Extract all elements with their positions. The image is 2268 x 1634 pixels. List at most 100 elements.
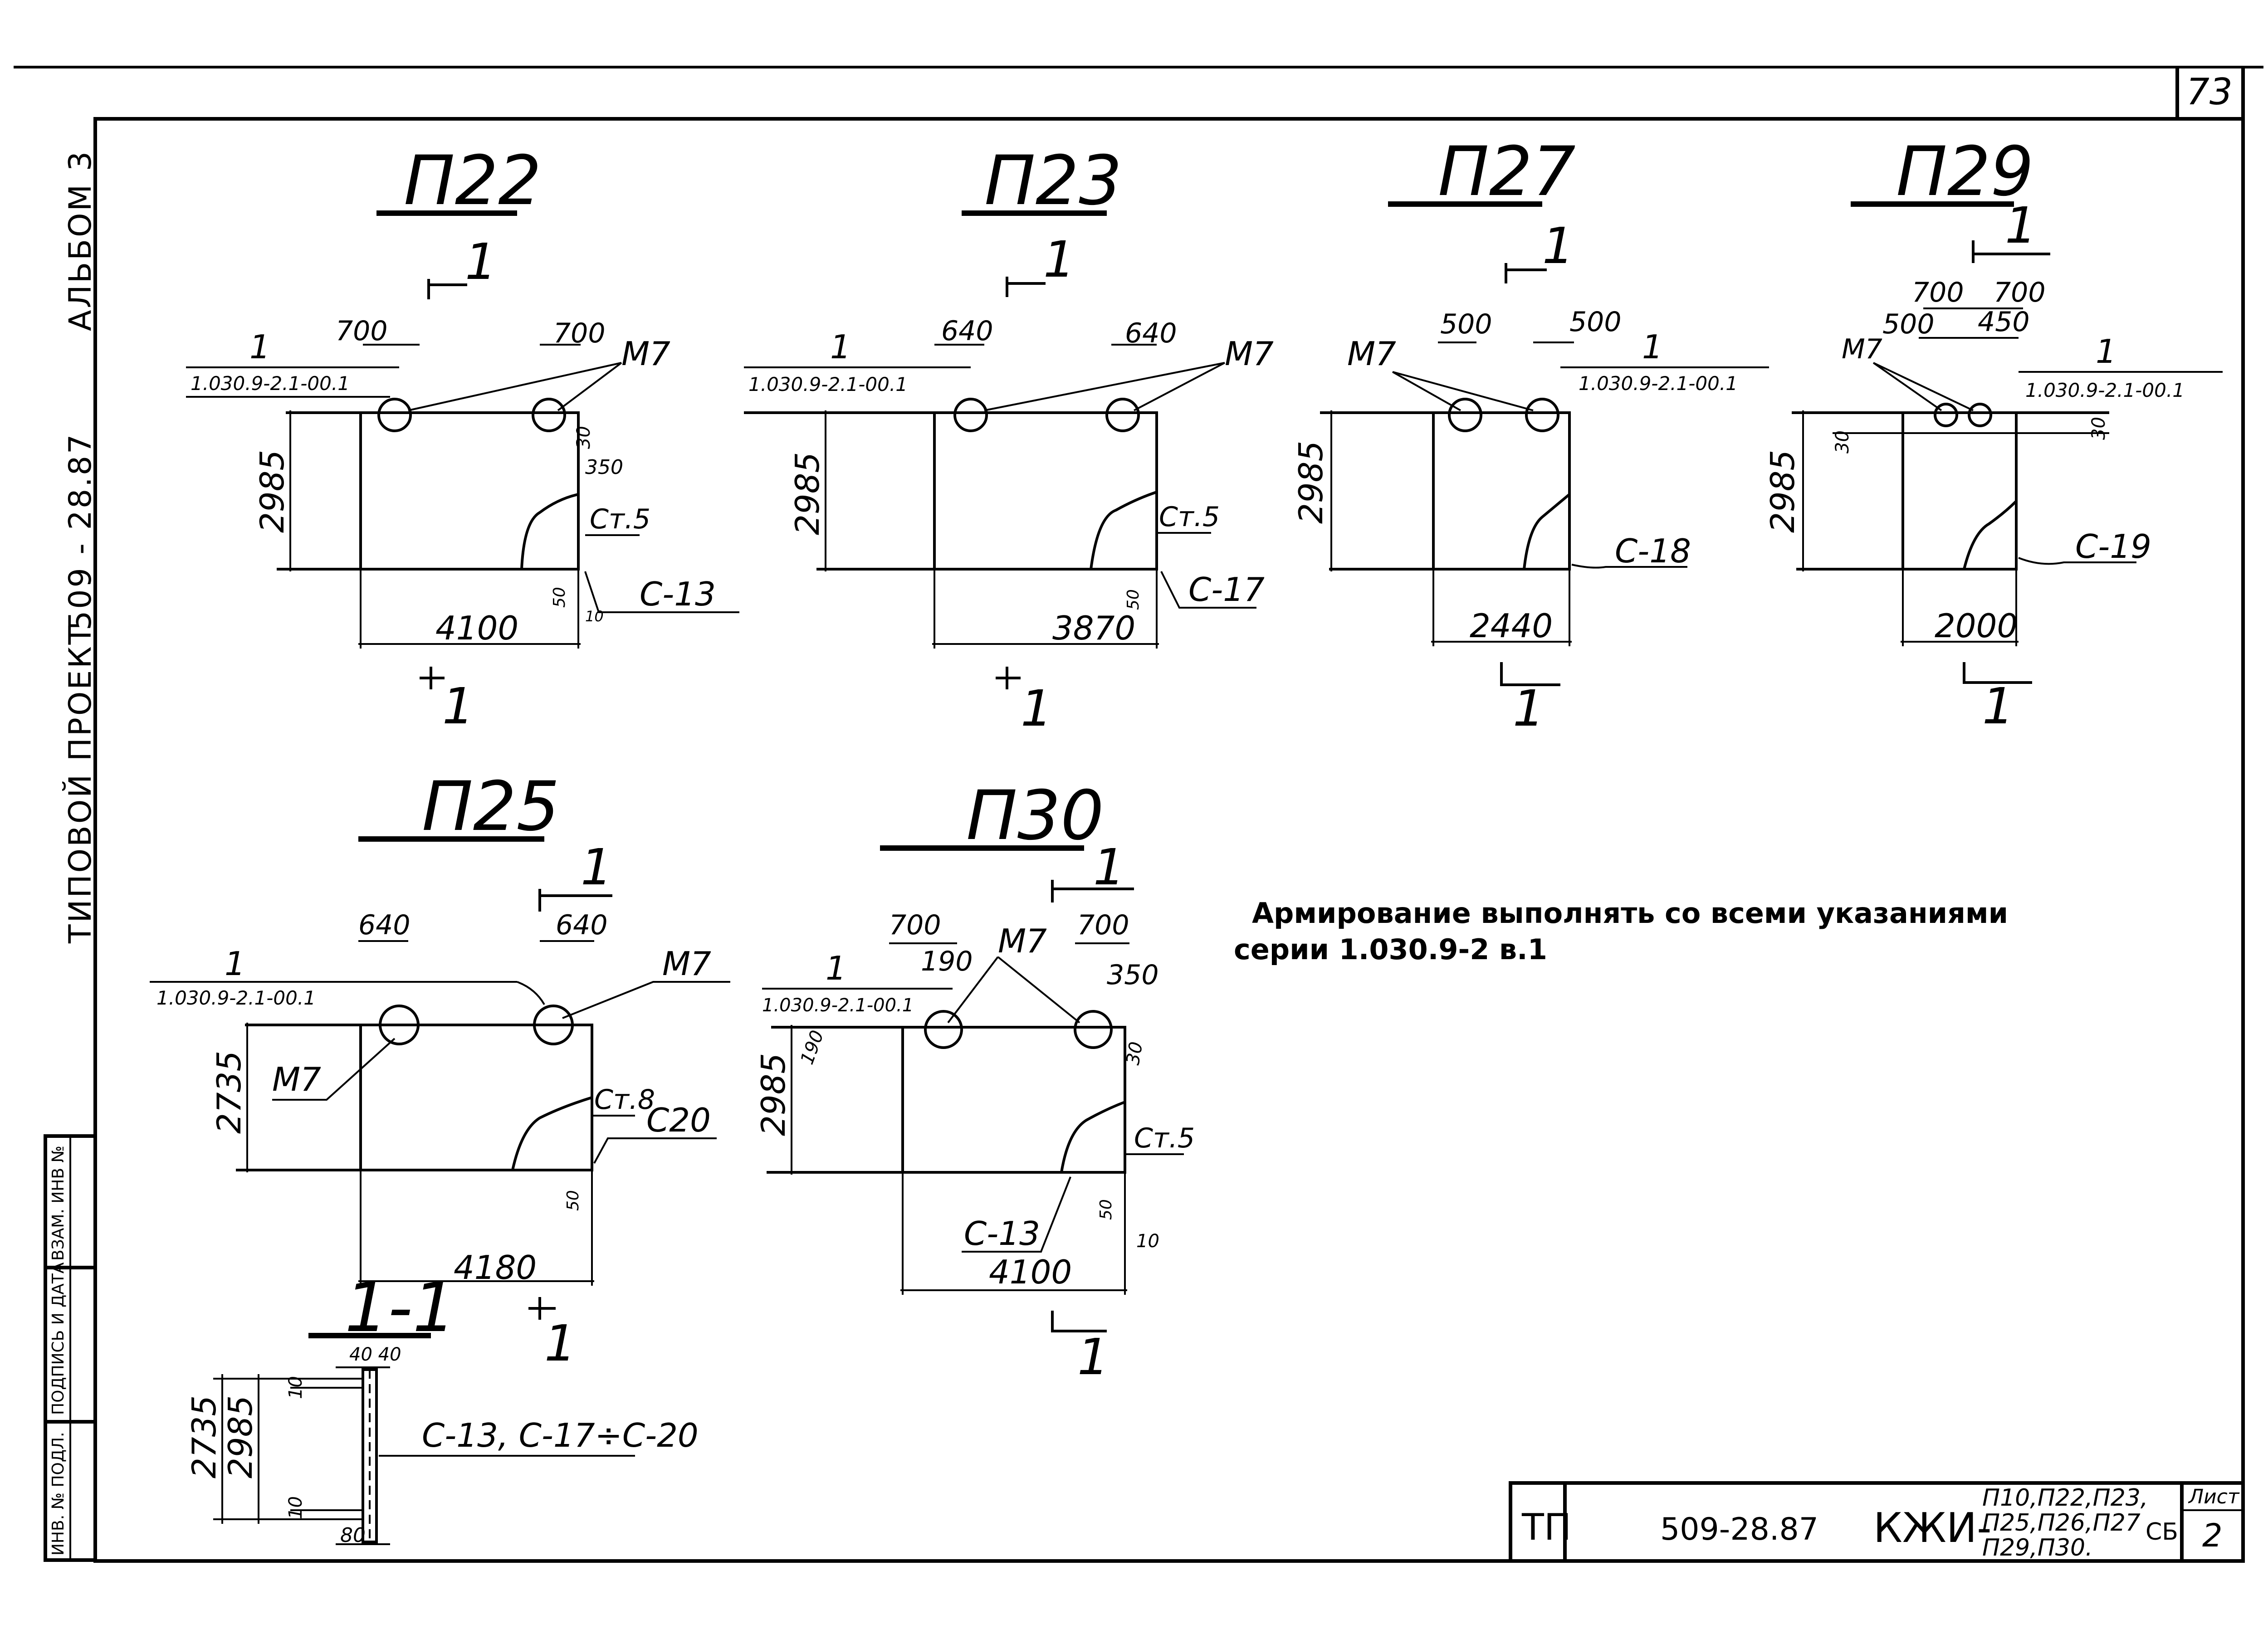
steel-label: Ст.5	[590, 503, 650, 535]
spacing-right: 500	[1569, 306, 1622, 338]
width-dim: 3870	[1052, 609, 1135, 647]
dim-50: 50	[564, 1190, 582, 1211]
drawing-p22: П22 1 1 1.030.9-2.1-00.1 М7 700 700 2985…	[186, 141, 739, 735]
drawing-p25: П25 1 1 1.030.9-2.1-00.1 М7 М7 640 640 2…	[150, 767, 730, 1372]
width-dim: 2440	[1470, 607, 1553, 645]
section-mark-top: 1	[1542, 217, 1574, 275]
height-dim: 2985	[1764, 450, 1802, 533]
dim-30: 30	[573, 426, 594, 449]
drawing-p27: П27 1 М7 1 1.030.9-2.1-00.1 500 500 2985…	[1292, 132, 1769, 737]
dim-30: 30	[1123, 1040, 1147, 1067]
embed-label: М7	[1842, 333, 1882, 365]
title-p29: П29	[1896, 132, 2034, 211]
spacing-left: 640	[941, 315, 993, 347]
title-p23: П23	[984, 141, 1122, 220]
mesh-label: С-13	[964, 1215, 1040, 1253]
section-mark-top: 10	[285, 1376, 306, 1399]
height-dim: 2735	[210, 1051, 248, 1134]
panel-outline	[1901, 411, 2018, 571]
items-line-2: П25,П26,П27	[1982, 1509, 2141, 1536]
embed-label: М7	[621, 335, 670, 373]
stamp-label-sign: ПОДПИСЬ И ДАТА	[49, 1262, 68, 1415]
stamp-label-vzam: ВЗАМ. ИНВ №	[49, 1146, 68, 1261]
title-block: ТП 509-28.87 КЖИ- П10,П22,П23, П25,П26,П…	[1509, 1481, 2245, 1563]
section-h1: 2735	[185, 1395, 223, 1478]
drawing-p23: П23 1 1 1.030.9-2.1-00.1 М7 640 640 2985…	[744, 141, 1274, 737]
panel-outline	[359, 411, 580, 571]
sheet-label: Лист	[2188, 1485, 2240, 1508]
anchor-label-left: 1	[225, 945, 245, 983]
section-mark-bottom: 1	[442, 677, 474, 735]
spacing-s2: 700	[1994, 277, 2046, 308]
series-ref: 1.030.9-2.1-00.1	[762, 995, 914, 1016]
steel-label: Ст.5	[1159, 501, 1220, 533]
height-dim: 2985	[1292, 441, 1330, 524]
title-p22: П22	[404, 141, 542, 220]
spacing-right: 700	[553, 317, 606, 349]
spacing-left: 700	[336, 315, 388, 347]
anchor-label-left: 1	[249, 328, 270, 366]
side-project: ТИПОВОЙ ПРОЕКТ	[62, 624, 98, 944]
section-mark-top: 1	[581, 838, 612, 896]
project-number: 509-28.87	[1660, 1512, 1818, 1547]
section-meshes: С-13, С-17÷С-20	[422, 1416, 699, 1454]
dim-50: 50	[1097, 1199, 1115, 1220]
mesh-label: С20	[646, 1101, 711, 1139]
panel-outline	[933, 411, 1158, 571]
stamp-label-inv: ИНВ. № ПОДЛ.	[49, 1432, 68, 1556]
title-p25: П25	[422, 767, 560, 846]
mesh-label: С-19	[2075, 527, 2151, 566]
dim-50: 50	[550, 587, 569, 608]
series-ref: 1.030.9-2.1-00.1	[191, 372, 350, 395]
section-mark-top: 1	[1093, 838, 1125, 896]
drawing-p30: П30 1 1 1.030.9-2.1-00.1 М7 700 700 190 …	[754, 776, 1195, 1386]
anchor-label-left: 1	[826, 949, 846, 987]
note-line-1: Армирование выполнять со всеми указаниям…	[1252, 897, 2008, 930]
spacing-s1: 700	[1912, 277, 1964, 308]
steel-label: Ст.5	[1134, 1122, 1195, 1154]
series-ref: 1.030.9-2.1-00.1	[2025, 379, 2185, 401]
spacing-s4: 450	[1978, 306, 2030, 338]
embed-label: М7	[998, 922, 1047, 960]
series-ref: 1.030.9-2.1-00.1	[748, 373, 908, 395]
series-ref: 1.030.9-2.1-00.1	[1579, 372, 1738, 395]
spacing-left: 500	[1440, 308, 1492, 340]
spacing-s5: 190	[797, 1028, 828, 1067]
height-dim: 2985	[754, 1053, 792, 1136]
embed-label-left: М7	[272, 1060, 321, 1098]
embed-label-right: М7	[662, 945, 711, 983]
dim-10: 10	[585, 608, 604, 625]
section-mark-top: 1	[2005, 196, 2037, 254]
spacing-right: 640	[1125, 317, 1177, 349]
code-label: КЖИ-	[1873, 1504, 1992, 1552]
section-mark-bottom: 1	[544, 1314, 576, 1372]
title-p27: П27	[1438, 132, 1576, 211]
side-series: 509 - 28.87	[63, 433, 98, 630]
dim-30-right: 30	[2088, 417, 2109, 440]
spacing-right: 640	[556, 909, 608, 941]
panel-outline	[901, 1026, 1126, 1174]
section-h2: 2985	[221, 1395, 259, 1478]
section-top-dims: 40 40	[349, 1344, 401, 1365]
panel-outline	[359, 1024, 593, 1171]
spacing-s3: 500	[1882, 308, 1935, 340]
tp-label: ТП	[1521, 1506, 1571, 1548]
section-mark-top: 1	[1043, 230, 1075, 288]
note-line-2: серии 1.030.9-2 в.1	[1234, 933, 1547, 966]
side-stamp: ВЗАМ. ИНВ № ПОДПИСЬ И ДАТА ИНВ. № ПОДЛ.	[44, 1134, 97, 1562]
spacing-s3: 190	[921, 946, 973, 977]
height-dim: 2985	[253, 450, 291, 533]
title-p30: П30	[966, 776, 1104, 855]
spacing-left: 640	[358, 909, 411, 941]
section-mark-bottom: 1	[1513, 679, 1545, 737]
spacing-s4: 350	[1107, 959, 1159, 991]
series-ref: 1.030.9-2.1-00.1	[156, 987, 316, 1009]
anchor-label-right: 1	[2096, 332, 2116, 371]
panel-outline	[1432, 411, 1571, 571]
mesh-label: С-18	[1615, 532, 1691, 570]
section-bottom-dim: 80	[340, 1524, 366, 1547]
dim-10: 10	[1136, 1231, 1159, 1252]
embed-label: М7	[1347, 335, 1396, 373]
side-album: АЛЬБОМ 3	[63, 150, 98, 331]
mesh-label: С-17	[1188, 571, 1265, 609]
